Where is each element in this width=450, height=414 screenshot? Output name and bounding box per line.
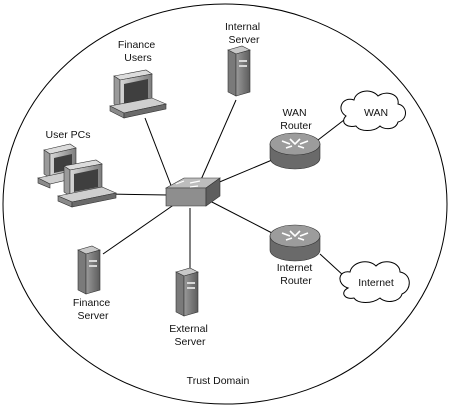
user-pcs-label: User PCs xyxy=(46,129,91,141)
external-server-icon xyxy=(175,267,199,317)
link-switch-internal-server xyxy=(199,99,237,183)
link-switch-internet-router xyxy=(207,199,273,234)
internet-cloud-label: Internet xyxy=(358,277,394,289)
link-switch-wan-router xyxy=(209,159,273,187)
connection-lines xyxy=(102,99,345,277)
internet-cloud-icon xyxy=(339,261,410,303)
internet-router-label: Internet Router xyxy=(277,262,316,287)
finance-users-workstation-icon xyxy=(109,69,167,119)
internal-server-label: Internal Server xyxy=(225,21,263,46)
wan-router-icon xyxy=(269,132,321,170)
internal-server-icon xyxy=(227,45,251,97)
finance-server-label: Finance Server xyxy=(73,297,113,322)
link-switch-finance-server xyxy=(102,203,176,255)
finance-users-label: Finance Users xyxy=(118,39,158,64)
external-server-label: External Server xyxy=(169,323,210,348)
wan-router-label: WAN Router xyxy=(280,107,312,132)
link-switch-finance-users xyxy=(144,117,173,189)
switch-icon xyxy=(164,177,221,207)
wan-cloud-label: WAN xyxy=(364,107,388,119)
internet-router-icon xyxy=(269,224,321,262)
finance-server-icon xyxy=(77,245,101,295)
wan-cloud-icon xyxy=(340,90,406,131)
trust-domain-boundary xyxy=(2,3,448,405)
link-internet-router-internet xyxy=(319,253,345,277)
user-pcs-workstation-icon xyxy=(37,143,117,208)
link-switch-user-pcs xyxy=(107,193,169,196)
link-wan-router-wan xyxy=(317,119,345,141)
trust-domain-label: Trust Domain xyxy=(187,375,250,387)
